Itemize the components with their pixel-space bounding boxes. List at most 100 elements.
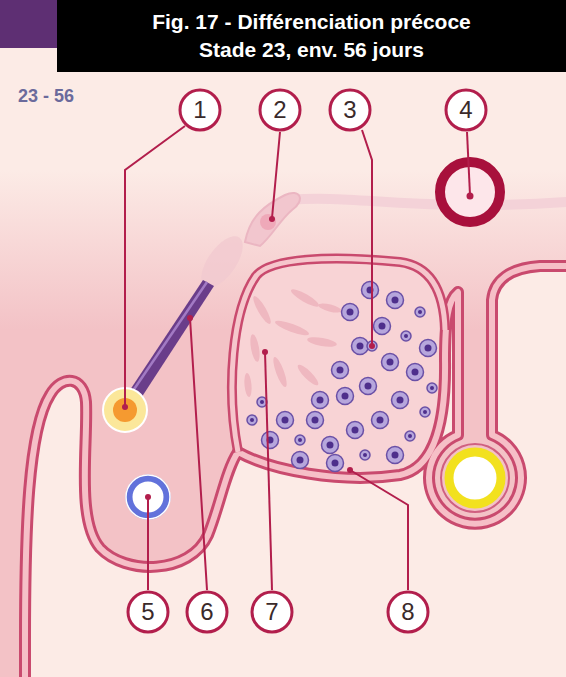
gut-ring-part [441, 444, 509, 512]
streaks-7-part [251, 294, 274, 326]
callout-number: 3 [328, 96, 372, 124]
germ-cells-part [357, 343, 364, 350]
callout-number: 8 [386, 598, 430, 626]
callout-circle: 7 [250, 590, 294, 634]
germ-cells-part [295, 435, 305, 445]
leader-lines-part [265, 352, 272, 590]
structure-2-part [290, 199, 566, 205]
germ-cells-part [420, 340, 437, 357]
streaks-7-part [249, 334, 262, 363]
streaks-7-part [271, 356, 289, 389]
callout-number: 1 [178, 96, 222, 124]
leader-dots-part [467, 193, 474, 200]
leader-lines-part [125, 126, 185, 405]
germ-cells-part [337, 367, 344, 374]
callout-circle: 6 [185, 590, 229, 634]
leader-lines-part [362, 130, 372, 345]
germ-cells-part [250, 418, 254, 422]
germ-cells-part [332, 362, 349, 379]
germ-cells-part [365, 383, 372, 390]
structure-2-part [245, 193, 300, 246]
corner-band [0, 0, 57, 48]
germ-cells-part [360, 450, 370, 460]
streaks-7-part [243, 373, 252, 398]
germ-cells-part [392, 452, 399, 459]
gut-ring [441, 444, 509, 512]
germ-cells-part [374, 318, 391, 335]
epithelium-outline [25, 259, 566, 677]
germ-cells-part [262, 432, 279, 449]
germ-cells-part [370, 344, 374, 348]
germ-cells-part [372, 412, 389, 429]
germ-cells-part [363, 453, 367, 457]
germ-cells-part [347, 309, 354, 316]
leader-dots-part [269, 216, 275, 222]
callout-number: 7 [250, 598, 294, 626]
leader-dots [122, 193, 474, 501]
gut-ring-part [449, 452, 501, 504]
callout-number: 2 [258, 96, 302, 124]
germ-cells-part [427, 383, 437, 393]
germ-cells-part [405, 431, 415, 441]
germ-cells-part [407, 364, 424, 381]
germ-cells-part [347, 422, 364, 439]
germ-cells-part [352, 338, 369, 355]
germ-cells-part [307, 412, 324, 429]
germ-cells-part [327, 442, 334, 449]
streaks-7-part [318, 302, 343, 315]
germ-cells-part [337, 388, 354, 405]
streaks-7 [243, 287, 342, 398]
title-bar: Fig. 17 - Différenciation précoce Stade … [57, 0, 566, 72]
epithelium-outline-part [25, 266, 566, 677]
leader-dots-part [122, 404, 128, 410]
germ-cells-part [418, 310, 422, 314]
stage-label: 23 - 56 [18, 86, 74, 107]
germ-cells-part [392, 297, 399, 304]
germ-cells-part [430, 386, 434, 390]
structure-2-part [260, 214, 276, 230]
germ-cells-part [317, 397, 324, 404]
germ-cells-part [423, 410, 427, 414]
germ-cells-part [379, 323, 386, 330]
germ-cells-part [277, 412, 294, 429]
germ-cells [247, 282, 437, 472]
germ-cells-part [412, 369, 419, 376]
germ-cells-part [387, 292, 404, 309]
germ-cells-part [312, 417, 319, 424]
germ-cells-part [260, 400, 264, 404]
germ-cells-part [425, 345, 432, 352]
germ-cells-part [352, 427, 359, 434]
germ-cells-part [404, 334, 408, 338]
callout-circle: 3 [328, 88, 372, 132]
epithelium-outline-part [25, 266, 566, 677]
germ-cells-part [377, 417, 384, 424]
leader-dots-part [369, 343, 375, 349]
germ-cells-part [392, 392, 409, 409]
callout-circle: 4 [444, 88, 488, 132]
streaks-7-part [295, 362, 320, 387]
germ-cells-part [322, 437, 339, 454]
germ-cells-part [408, 434, 412, 438]
streaks-7-part [307, 335, 338, 348]
germ-cells-part [420, 407, 430, 417]
body-tissue-part [0, 170, 566, 677]
leader-dots-part [262, 349, 268, 355]
epithelium-outline-part [232, 259, 445, 452]
germ-cells-part [247, 415, 257, 425]
figure-title: Fig. 17 - Différenciation précoce Stade … [137, 8, 487, 64]
callout-circle: 5 [126, 590, 170, 634]
callout-number: 4 [444, 96, 488, 124]
germ-cells-part [415, 307, 425, 317]
leader-dots-part [145, 494, 151, 500]
leader-lines-part [467, 132, 470, 195]
germ-cells-part [387, 447, 404, 464]
germ-cells-part [360, 378, 377, 395]
callout-circle: 2 [258, 88, 302, 132]
leader-dots-part [187, 315, 193, 321]
germ-cells-part [332, 460, 339, 467]
germ-cells-part [342, 393, 349, 400]
leader-lines-part [190, 318, 207, 590]
callout-number: 6 [185, 598, 229, 626]
germ-cells-part [397, 397, 404, 404]
